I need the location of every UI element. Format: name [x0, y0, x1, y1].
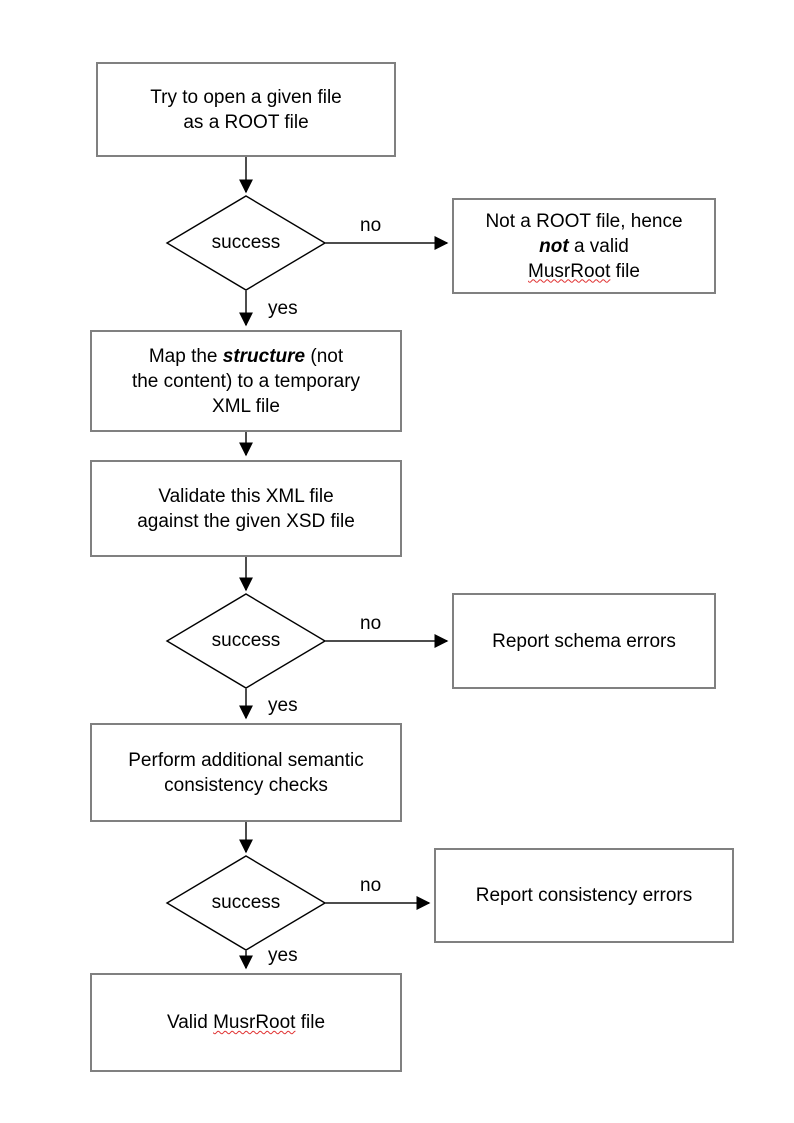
node-decision-schema-label: success [211, 630, 281, 651]
edge-label-decision-open-yes: yes [268, 298, 298, 319]
edge-label-decision-schema-no: no [360, 613, 382, 634]
misspelled-musrroot: MusrRoot [528, 260, 611, 282]
emphasis-structure: structure [222, 345, 306, 367]
misspelled-musrroot: MusrRoot [213, 1012, 296, 1033]
node-valid-musrroot-file-label: Valid MusrRoot file [166, 1012, 326, 1033]
node-decision-schema: success [167, 594, 325, 688]
node-decision-consistency: success [167, 856, 325, 950]
edge-label-decision-open-no: no [360, 215, 382, 236]
node-report-consistency-errors: Report consistency errors [434, 848, 734, 943]
node-decision-open: success [167, 196, 325, 290]
edge-label-decision-schema-yes: yes [268, 695, 298, 716]
emphasis-not: not [539, 235, 569, 257]
edge-label-decision-consistency-no: no [360, 875, 382, 896]
node-valid-musrroot-file: Valid MusrRoot file [90, 973, 402, 1072]
node-report-consistency-errors-label: Report consistency errors [475, 885, 693, 906]
node-decision-consistency-label: success [211, 892, 281, 913]
edge-label-decision-consistency-yes: yes [268, 945, 298, 966]
node-report-schema-errors: Report schema errors [452, 593, 716, 689]
node-decision-open-label: success [211, 232, 281, 253]
node-report-schema-errors-label: Report schema errors [492, 630, 676, 652]
